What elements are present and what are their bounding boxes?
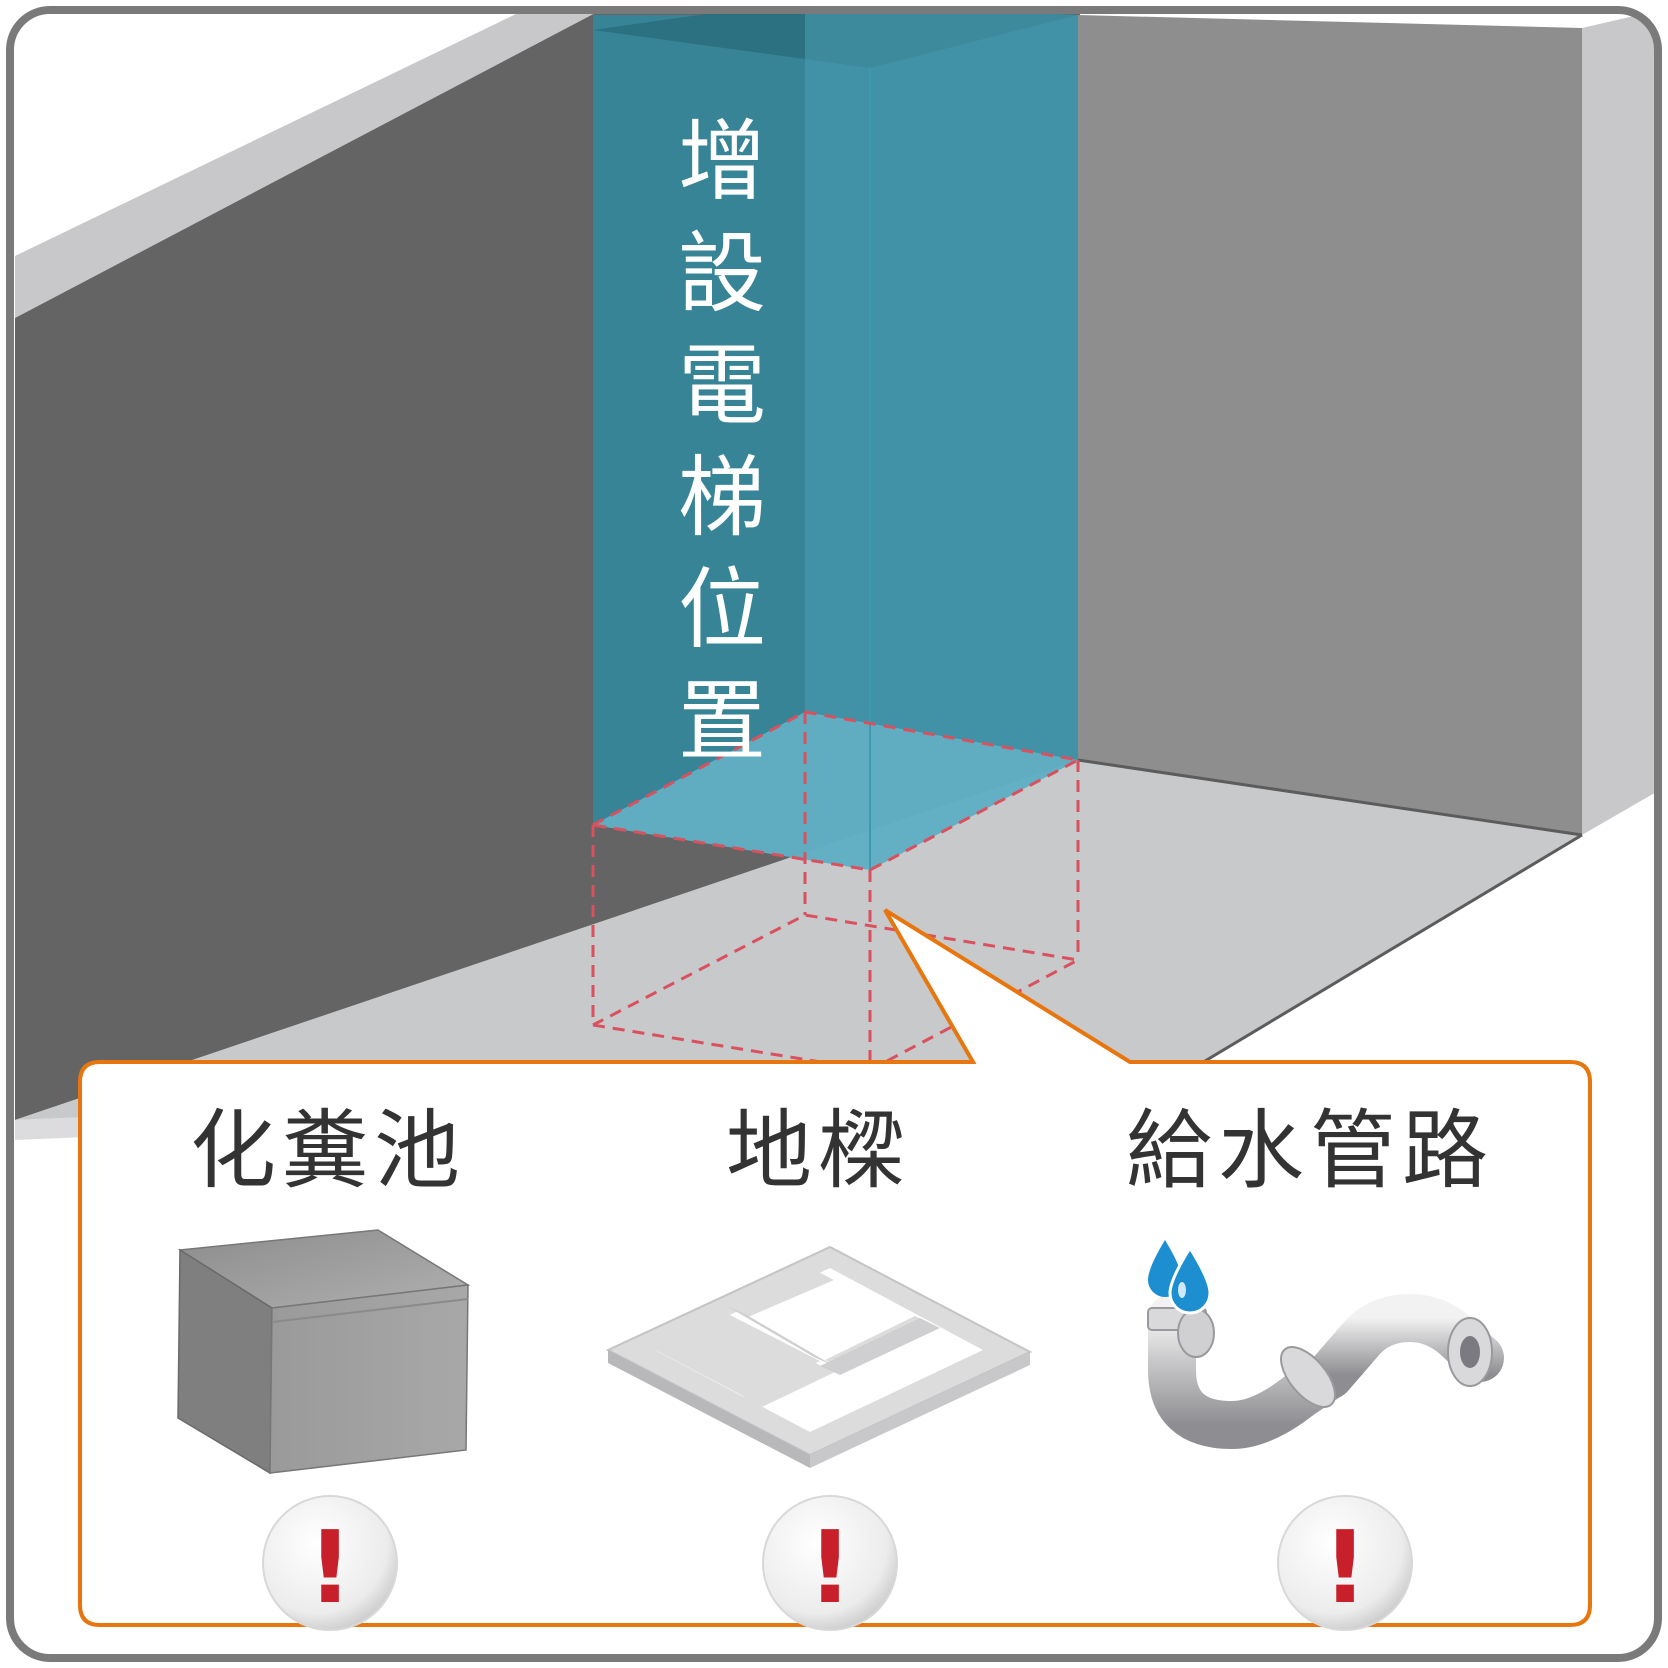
item-label-water-pipe: 給水管路 bbox=[1126, 1101, 1494, 1201]
shaft-label-char: 位 bbox=[678, 558, 766, 661]
floor bbox=[15, 760, 1582, 1120]
ground-beam-grid-icon bbox=[605, 1245, 1033, 1468]
water-pipe-icon bbox=[1147, 1293, 1504, 1450]
shaft-label-char: 設 bbox=[678, 222, 766, 325]
exclamation-icon: ! bbox=[1322, 1509, 1368, 1626]
back-wall-cap bbox=[1582, 12, 1656, 835]
shaft-label-char: 置 bbox=[678, 670, 766, 773]
warning-badge-septic-tank: ! bbox=[262, 1495, 398, 1631]
back-wall bbox=[1078, 15, 1582, 835]
elevator-shaft bbox=[593, 12, 1078, 870]
shaft-label-char: 增 bbox=[678, 110, 766, 213]
exclamation-icon: ! bbox=[807, 1509, 853, 1626]
exclamation-icon: ! bbox=[307, 1509, 353, 1626]
item-label-ground-beam: 地樑 bbox=[726, 1101, 910, 1201]
floor-right-edge bbox=[1190, 790, 1656, 1090]
septic-tank-icon bbox=[177, 1229, 471, 1475]
item-label-septic-tank: 化糞池 bbox=[190, 1101, 466, 1201]
water-drop-icon bbox=[1148, 1240, 1212, 1315]
excavation-outline bbox=[591, 710, 1083, 1072]
outer-frame bbox=[6, 6, 1662, 1662]
warning-badge-water-pipe: ! bbox=[1277, 1495, 1413, 1631]
shaft-label-char: 梯 bbox=[678, 446, 766, 549]
shaft-label: 增 設 電 梯 位 置 bbox=[678, 110, 766, 773]
warning-badge-ground-beam: ! bbox=[762, 1495, 898, 1631]
shaft-label-char: 電 bbox=[678, 334, 766, 437]
